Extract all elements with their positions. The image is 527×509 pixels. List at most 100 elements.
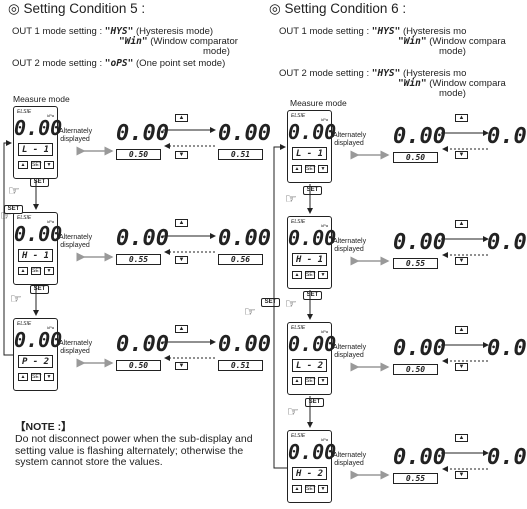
set-button[interactable]: SET [31,373,42,381]
down-arrow-button[interactable]: ▼ [455,151,468,159]
set-button[interactable]: SET [31,161,42,169]
down-button[interactable]: ▼ [318,377,328,385]
cond5-out2-code: "oPS" [104,58,134,69]
cond6-out1-desc1: (Hysteresis mo [403,26,467,37]
cond6-alt-display-a-0: 0.00 0.50 [393,124,446,163]
brand-label: ELSIE [291,113,306,119]
main-display: 0.00 [14,328,63,352]
down-button[interactable]: ▼ [44,373,54,381]
unit-label: kPa [47,113,54,118]
down-arrow-button[interactable]: ▼ [175,151,188,159]
set-button[interactable]: SET [31,267,42,275]
cond6-out2-label: OUT 2 mode setting : [279,68,372,79]
up-button[interactable]: ▲ [18,161,28,169]
flow-connectors [3,127,489,480]
down-button[interactable]: ▼ [318,485,328,493]
set-press-icon: SET [30,285,49,294]
alternately-label: Alternately displayed [333,344,367,359]
up-button[interactable]: ▲ [292,485,302,493]
down-arrow-button[interactable]: ▼ [175,256,188,264]
pointing-hand-icon: ☞ [10,291,22,306]
unit-label: kPa [47,219,54,224]
cond6-alt-display-b-0: 0.0 [487,124,527,151]
cond5-out1-line: OUT 1 mode setting : "HYS" (Hysteresis m… [12,27,213,37]
alt-value-display: 0.0 [487,445,527,470]
down-arrow-button[interactable]: ▼ [455,257,468,265]
pointing-hand-icon: ☞ [8,183,20,198]
brand-label: ELSIE [17,321,32,327]
up-button[interactable]: ▲ [18,373,28,381]
alternately-label: Alternately displayed [333,238,367,253]
up-arrow-button[interactable]: ▲ [455,114,468,122]
up-arrow-button[interactable]: ▲ [175,219,188,227]
down-button[interactable]: ▼ [44,267,54,275]
up-button[interactable]: ▲ [292,271,302,279]
up-arrow-button[interactable]: ▲ [455,326,468,334]
set-button[interactable]: SET [305,377,316,385]
cond6-alt-display-b-3: 0.0 [487,445,527,472]
brand-label: ELSIE [291,433,306,439]
cond6-alt-display-b-1: 0.0 [487,231,527,257]
cond5-unit-1: ELSIE kPa 0.00 H - 1 ▲ SET ▼ [13,212,62,285]
cond5-unit-0: ELSIE kPa 0.00 L - 1 ▲ SET ▼ [13,106,62,179]
sub-display: L - 1 [18,143,53,156]
cond5-out2-desc: (One point set mode) [136,58,226,69]
setting-value: 0.55 [393,258,438,269]
alt-value-display: 0.00 [393,336,446,361]
cond5-alt-display-a-2: 0.00 0.50 [116,332,169,371]
down-button[interactable]: ▼ [318,165,328,173]
cond6-out1-desc2: (Window compara [429,36,506,47]
alt-value-display: 0.00 [116,226,169,251]
alt-value-display: 0.00 [393,124,446,149]
pointing-hand-icon: ☞ [0,208,12,223]
cond5-alt-display-b-1: 0.00 0.56 [218,227,271,265]
cond5-alt-display-a-0: 0.00 0.50 [116,121,169,160]
up-button[interactable]: ▲ [292,165,302,173]
down-button[interactable]: ▼ [44,161,54,169]
set-press-icon: SET [261,298,280,307]
up-arrow-button[interactable]: ▲ [455,434,468,442]
down-arrow-button[interactable]: ▼ [455,363,468,371]
alternately-label: Alternately displayed [59,128,93,143]
sub-display: H - 1 [18,249,53,262]
cond6-unit-0: ELSIE kPa 0.00 L - 1 ▲ SET ▼ [287,110,336,183]
cond6-measure-mode: Measure mode [290,98,347,108]
cond6-out1-line: OUT 1 mode setting : "HYS" (Hysteresis m… [279,27,466,37]
cond5-measure-mode: Measure mode [13,94,70,104]
alt-value-display: 0.00 [116,121,169,146]
down-button[interactable]: ▼ [318,271,328,279]
alt-value-display: 0.0 [487,124,527,149]
setting-value: 0.50 [116,149,161,160]
pointing-hand-icon: ☞ [285,296,297,311]
set-button[interactable]: SET [305,165,316,173]
pointing-hand-icon: ☞ [287,404,299,419]
main-display: 0.00 [288,440,337,464]
unit-label: kPa [47,325,54,330]
cond5-out1-label: OUT 1 mode setting : [12,26,105,37]
set-button[interactable]: SET [305,271,316,279]
alt-value-display: 0.00 [116,332,169,357]
up-button[interactable]: ▲ [292,377,302,385]
up-arrow-button[interactable]: ▲ [175,114,188,122]
sub-display: L - 2 [292,359,327,372]
alt-value-display: 0.0 [487,336,527,361]
cond5-alt-display-b-2: 0.00 0.51 [218,333,271,371]
setting-value: 0.55 [116,254,161,265]
up-arrow-button[interactable]: ▲ [175,325,188,333]
cond5-heading: ◎ Setting Condition 5 : [8,1,146,16]
cond6-unit-3: ELSIE kPa 0.00 H - 2 ▲ SET ▼ [287,430,337,503]
cond5-alt-display-b-0: 0.00 0.51 [218,122,271,160]
alternately-label: Alternately displayed [333,132,367,147]
cond6-out1-desc2b: mode) [439,46,466,57]
pointing-hand-icon: ☞ [244,304,256,319]
set-button[interactable]: SET [305,485,316,493]
setting-value: 0.50 [116,360,161,371]
up-button[interactable]: ▲ [18,267,28,275]
cond6-out2-code2: "Win" [398,78,427,89]
cond6-alt-display-a-2: 0.00 0.50 [393,336,446,375]
setting-value: 0.51 [218,360,263,371]
down-arrow-button[interactable]: ▼ [455,471,468,479]
up-arrow-button[interactable]: ▲ [455,220,468,228]
down-arrow-button[interactable]: ▼ [175,362,188,370]
cond5-alt-display-a-1: 0.00 0.55 [116,226,169,265]
